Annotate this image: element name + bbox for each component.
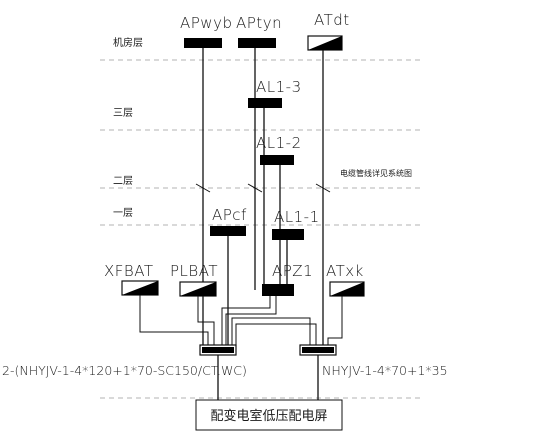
label-aptyn: APtyn: [236, 14, 282, 32]
feeder-apz1-a: [221, 296, 271, 345]
label-al1-3: AL1-3: [256, 78, 302, 96]
panel-al1-3: [248, 98, 282, 108]
floor-label-machine-room: 机房层: [113, 36, 143, 49]
panel-plbat-fill: [180, 282, 216, 296]
distribution-box-left-fill: [202, 347, 234, 353]
feeder-xfbat: [139, 295, 209, 345]
feeder-link-1: [231, 317, 311, 345]
floor-label-second: 二层: [113, 175, 133, 187]
panel-apz1: [262, 284, 294, 296]
distribution-box-right-fill: [302, 347, 334, 353]
cable-label-left: 2-(NHYJV-1-4*120+1*70-SC150/CT.WC): [2, 363, 247, 378]
cable-label-right: NHYJV-1-4*70+1*35: [322, 363, 448, 378]
tick-mark: [247, 183, 263, 193]
label-plbat: PLBAT: [170, 262, 218, 280]
label-atxk: ATxk: [326, 262, 364, 280]
panel-aptyn: [238, 38, 276, 48]
label-xfbat: XFBAT: [104, 262, 154, 280]
tick-mark: [195, 183, 211, 193]
cable-reference-note: 电缆管线详见系统图: [340, 168, 412, 178]
feeder-plbat: [197, 296, 215, 345]
label-apz1: APZ1: [272, 262, 313, 280]
panel-al1-1: [272, 229, 304, 240]
panel-atxk-fill: [330, 282, 364, 296]
source-label: 配变电室低压配电屏: [210, 408, 327, 424]
label-al1-2: AL1-2: [256, 134, 302, 152]
tick-mark: [315, 183, 331, 193]
panel-apcf: [210, 226, 246, 236]
label-apwyb: APwyb: [180, 14, 232, 32]
panel-apwyb: [184, 38, 222, 48]
label-al1-1: AL1-1: [274, 208, 320, 226]
label-atdt: ATdt: [314, 11, 350, 29]
source-box: [195, 399, 343, 431]
floor-label-third: 三层: [113, 107, 133, 119]
panel-xfbat-fill: [122, 281, 158, 295]
feeder-apz1-b: [225, 296, 277, 345]
label-apcf: APcf: [212, 206, 247, 224]
panel-al1-2: [260, 155, 294, 165]
floor-label-first: 一层: [113, 207, 133, 219]
panel-atdt-fill: [308, 36, 342, 50]
feeder-link-2: [235, 323, 317, 345]
feeder-atxk: [327, 296, 343, 345]
